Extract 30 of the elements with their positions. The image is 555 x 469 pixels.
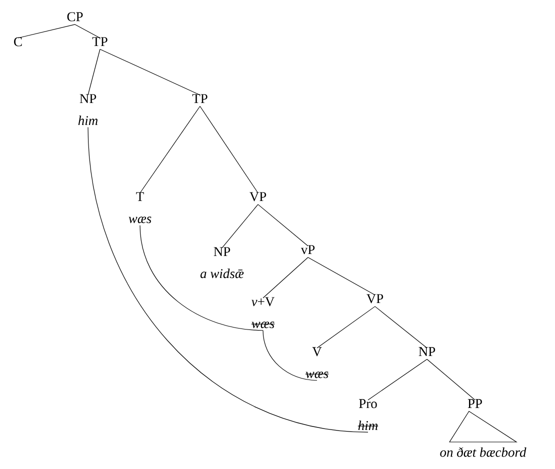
tree-label: T wæs — [128, 192, 152, 224]
tree-label: TP — [192, 94, 208, 104]
tree-label: vP — [300, 245, 315, 254]
branch-line — [200, 106, 258, 194]
branch-line — [262, 257, 308, 298]
tree-label: NP him — [78, 94, 98, 126]
branch-line — [140, 106, 200, 194]
branch-line — [74, 24, 100, 38]
tree-label: VP — [366, 294, 384, 304]
branch-line — [88, 48, 100, 96]
branch-line — [426, 358, 476, 400]
movement-line — [88, 126, 368, 433]
tree-label: CP — [67, 12, 83, 22]
tree-label: C — [14, 37, 22, 46]
branch-line — [308, 257, 376, 296]
movement-line — [140, 225, 264, 331]
branch-line — [374, 306, 428, 348]
branch-line — [316, 306, 376, 348]
tree-label: VP — [250, 192, 266, 202]
branch-line — [258, 204, 308, 246]
branch-line — [368, 358, 428, 400]
movement-line — [262, 330, 318, 381]
branch-line — [18, 24, 76, 38]
phrase-text: on ðæt bæcbord — [440, 447, 526, 457]
tree-label: NP a widsǣ — [200, 247, 244, 278]
branch-line — [222, 204, 258, 248]
tree-label: TP — [92, 37, 108, 46]
tree-label: NP — [418, 347, 436, 356]
tree-label: PP — [468, 399, 482, 408]
branch-line — [100, 48, 200, 96]
